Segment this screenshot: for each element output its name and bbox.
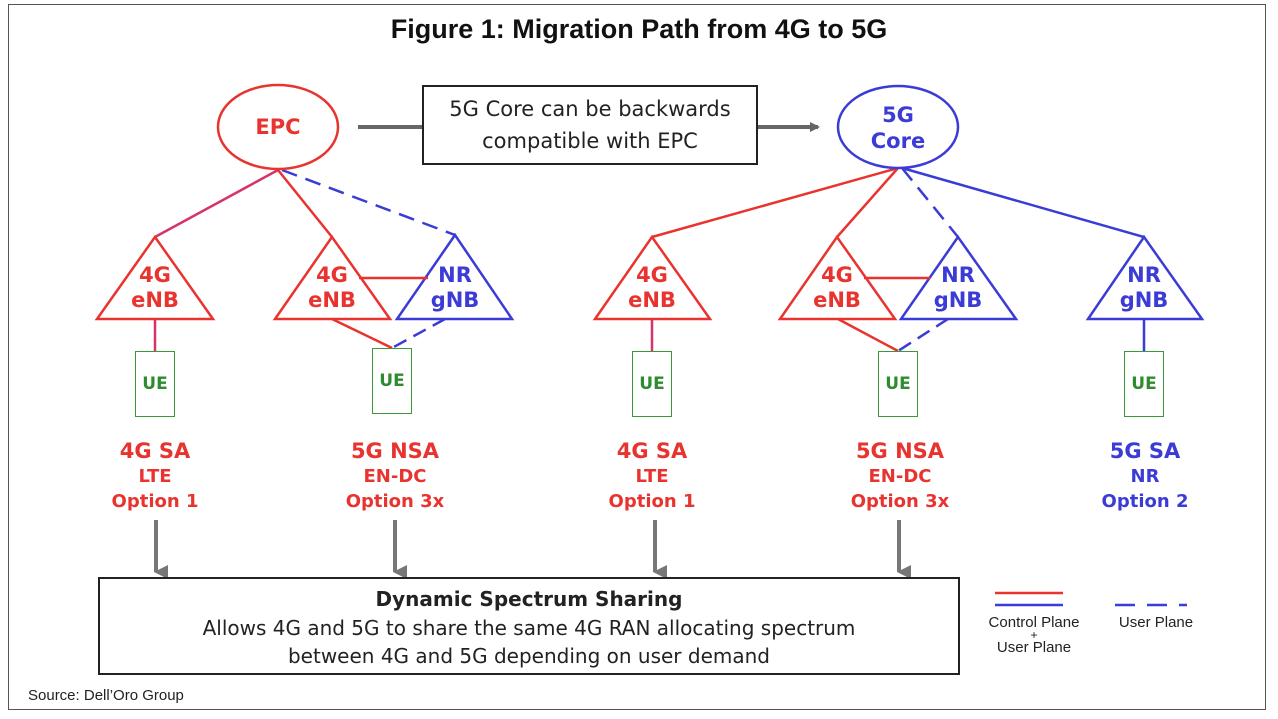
- option-3-option: Option 1: [608, 491, 696, 512]
- option-1-tech: LTE: [138, 466, 172, 487]
- core5g-ellipse: [836, 84, 960, 170]
- core5g-label-line2: Core: [870, 129, 926, 153]
- option-4-tech: EN-DC: [868, 466, 932, 487]
- option-3-name: 4G SA: [616, 439, 688, 463]
- legend-control-line2: User Plane: [996, 639, 1072, 656]
- epc-to-enb1-line: [154, 168, 279, 239]
- legend-control-plane: Control Plane + User Plane: [972, 614, 1096, 656]
- ue-box-3: UE: [632, 351, 672, 417]
- gnb-label-4: NR gNB: [918, 263, 998, 313]
- gnb4-to-ue4-dashed: [897, 317, 949, 353]
- enb-label-1-l2: eNB: [131, 288, 179, 312]
- enb-label-1: 4G eNB: [115, 263, 195, 313]
- enb-label-2-l2: eNB: [308, 288, 356, 312]
- option-label-2: 5G NSA EN-DC Option 3x: [310, 438, 480, 514]
- option-label-3: 4G SA LTE Option 1: [572, 438, 732, 514]
- compat-note-box: 5G Core can be backwards compatible with…: [422, 85, 758, 165]
- epc-to-gnb2-dashed: [281, 168, 456, 237]
- epc-ellipse: [216, 83, 340, 171]
- enb4-to-ue4: [837, 317, 899, 353]
- ue-box-1: UE: [135, 351, 175, 417]
- gnb2-to-ue2-dashed: [391, 317, 446, 350]
- gnb-label-2-l1: NR: [438, 263, 472, 287]
- dss-line2: between 4G and 5G depending on user dema…: [287, 644, 770, 668]
- core-to-enb3-line: [651, 166, 899, 239]
- legend-control-line1: Control Plane: [988, 614, 1080, 631]
- enb2-to-ue2: [331, 317, 393, 350]
- enb-label-4: 4G eNB: [797, 263, 877, 313]
- core-to-enb4-line: [836, 167, 899, 238]
- ue-box-2: UE: [372, 348, 412, 414]
- legend-control-plus: +: [1030, 628, 1038, 642]
- epc-to-enb2-line: [277, 169, 333, 238]
- gnb-label-2: NR gNB: [415, 263, 495, 313]
- enb-label-3-l1: 4G: [636, 263, 668, 287]
- option-1-option: Option 1: [111, 491, 199, 512]
- option-5-tech: NR: [1130, 466, 1160, 487]
- option-4-name: 5G NSA: [855, 439, 945, 463]
- legend-user-plane: User Plane: [1118, 614, 1194, 631]
- dss-line1: Allows 4G and 5G to share the same 4G RA…: [202, 616, 856, 640]
- option-label-5: 5G SA NR Option 2: [1065, 438, 1225, 514]
- option-5-option: Option 2: [1101, 491, 1189, 512]
- gnb-label-5: NR gNB: [1104, 263, 1184, 313]
- source-note: Source: Dell’Oro Group: [28, 687, 184, 704]
- ue-box-5: UE: [1124, 351, 1164, 417]
- enb-label-3-l2: eNB: [628, 288, 676, 312]
- option-2-tech: EN-DC: [363, 466, 427, 487]
- core5g-label-line1: 5G: [882, 103, 914, 127]
- dss-box: Dynamic Spectrum Sharing Allows 4G and 5…: [98, 577, 960, 675]
- enb-label-2: 4G eNB: [292, 263, 372, 313]
- dss-heading: Dynamic Spectrum Sharing: [375, 587, 683, 611]
- enb-label-2-l1: 4G: [316, 263, 348, 287]
- ue-box-4: UE: [878, 351, 918, 417]
- option-2-name: 5G NSA: [350, 439, 440, 463]
- figure-frame: [8, 4, 1266, 710]
- core-to-gnb5-line: [901, 166, 1145, 239]
- gnb-label-4-l1: NR: [941, 263, 975, 287]
- enb-label-4-l2: eNB: [813, 288, 861, 312]
- option-3-tech: LTE: [635, 466, 669, 487]
- enb-label-1-l1: 4G: [139, 263, 171, 287]
- compat-note-line2: compatible with EPC: [482, 129, 698, 153]
- figure-title: Figure 1: Migration Path from 4G to 5G: [390, 14, 888, 44]
- option-2-option: Option 3x: [345, 491, 445, 512]
- gnb-label-5-l1: NR: [1127, 263, 1161, 287]
- gnb-label-2-l2: gNB: [430, 288, 480, 312]
- option-1-name: 4G SA: [119, 439, 191, 463]
- option-label-4: 5G NSA EN-DC Option 3x: [815, 438, 985, 514]
- gnb-label-5-l2: gNB: [1119, 288, 1169, 312]
- epc-label: EPC: [255, 115, 301, 139]
- enb-label-3: 4G eNB: [612, 263, 692, 313]
- option-label-1: 4G SA LTE Option 1: [75, 438, 235, 514]
- compat-note-line1: 5G Core can be backwards: [449, 97, 731, 121]
- option-5-name: 5G SA: [1109, 439, 1181, 463]
- gnb-label-4-l2: gNB: [933, 288, 983, 312]
- core5g-label: 5G Core: [838, 102, 958, 154]
- option-4-option: Option 3x: [850, 491, 950, 512]
- core-to-gnb4-dashed: [901, 167, 959, 238]
- enb-label-4-l1: 4G: [821, 263, 853, 287]
